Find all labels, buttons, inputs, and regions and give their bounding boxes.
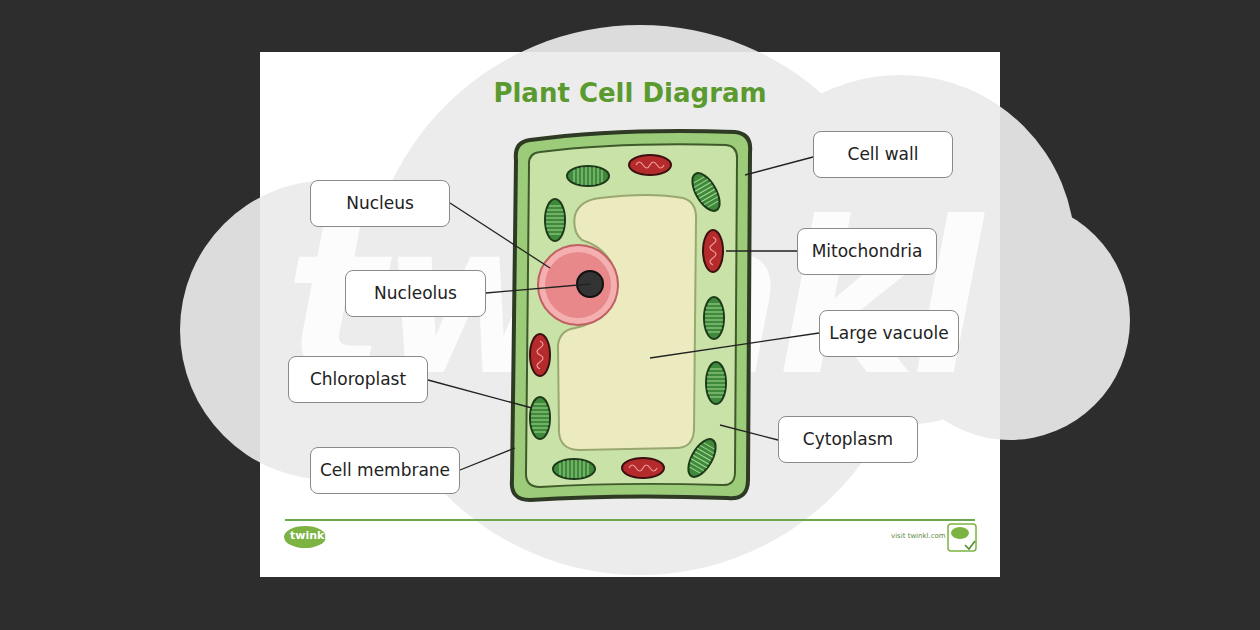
- label-box: Nucleus: [310, 180, 450, 227]
- part-label: Cell membrane: [320, 461, 450, 481]
- part-label: Nucleus: [346, 194, 414, 214]
- part-label: Large vacuole: [829, 324, 948, 344]
- label-box: Cell membrane: [310, 447, 460, 494]
- label-box: Cell wall: [813, 131, 953, 178]
- mitochondria: [530, 155, 723, 478]
- part-label: Mitochondria: [812, 242, 923, 262]
- label-box: Chloroplast: [288, 356, 428, 403]
- leader-lines: [428, 157, 819, 470]
- part-label: Cell wall: [848, 145, 919, 165]
- footer-logo-text: twinkl: [290, 530, 328, 541]
- label-box: Cytoplasm: [778, 416, 918, 463]
- part-label: Nucleolus: [374, 284, 457, 304]
- label-box: Nucleolus: [345, 270, 486, 317]
- diagram-title: Plant Cell Diagram: [260, 78, 1000, 108]
- part-label: Cytoplasm: [803, 430, 893, 450]
- cell-membrane-shape: [526, 144, 737, 487]
- label-box: Mitochondria: [797, 228, 937, 275]
- cell-wall-shape: [512, 131, 750, 500]
- footer-link: visit twinkl.com: [891, 533, 946, 540]
- label-box: Large vacuole: [819, 310, 959, 357]
- part-label: Chloroplast: [310, 370, 406, 390]
- chloroplasts: [530, 166, 726, 481]
